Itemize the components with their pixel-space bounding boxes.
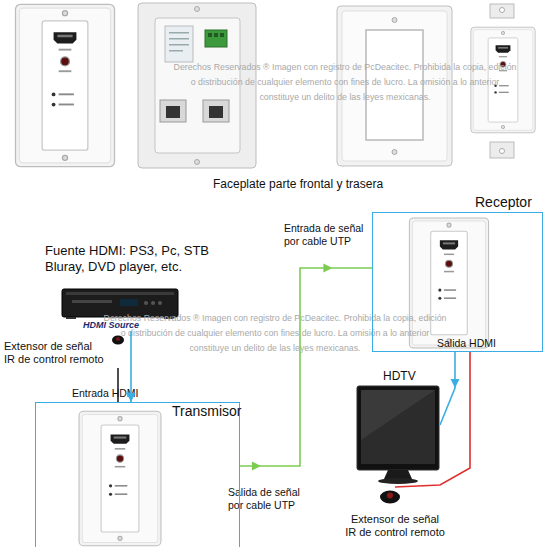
node-heading: Fuente HDMI: PS3, Pc, STB Bluray, DVD pl… xyxy=(45,243,230,275)
signal-note: Entrada de señal por cable UTP xyxy=(284,222,366,248)
faceplate-front-photo xyxy=(16,4,115,166)
signal-note: Salida de señal por cable UTP xyxy=(228,486,310,512)
arrow-head xyxy=(127,393,136,402)
node-label: Extensor de señal IR de control remoto xyxy=(4,340,105,366)
hdmi-cable xyxy=(440,352,455,425)
edge-label: Entrada HDMI xyxy=(72,387,152,400)
hdmi-cable xyxy=(130,331,132,402)
ir-cable xyxy=(117,368,119,402)
ir-extender: Extensor de señal IR de control remoto xyxy=(4,334,128,368)
arrow-head xyxy=(323,264,332,273)
transmitter-box: Transmisor xyxy=(35,402,240,547)
hdtv-illustration xyxy=(357,386,439,484)
arrow-head xyxy=(451,379,460,388)
transmitter-faceplate xyxy=(79,411,161,545)
watermark: Derechos Reservados ® Imagen con registr… xyxy=(100,311,450,356)
source-device: Fuente HDMI: PS3, Pc, STB Bluray, DVD pl… xyxy=(45,243,230,331)
ir-extender-icon xyxy=(380,491,400,504)
ir-extender: Extensor de señal IR de control remoto xyxy=(340,487,450,543)
node-label: Extensor de señal IR de control remoto xyxy=(345,513,446,539)
edge-label: Salida HDMI xyxy=(437,337,517,350)
node-label: HDTV xyxy=(383,369,433,384)
hdtv: HDTV xyxy=(355,368,440,483)
receiver-box: Receptor xyxy=(372,212,543,352)
arrow-head xyxy=(252,462,261,471)
device-label: HDMI Source xyxy=(83,320,173,331)
caption: Faceplate parte frontal y trasera xyxy=(213,177,433,192)
ir-cable xyxy=(395,352,470,487)
watermark: Derechos Reservados ® Imagen con registr… xyxy=(170,60,520,105)
node-heading: Receptor xyxy=(475,194,545,211)
node-heading: Transmisor xyxy=(172,403,242,420)
utp-cable xyxy=(240,268,372,466)
